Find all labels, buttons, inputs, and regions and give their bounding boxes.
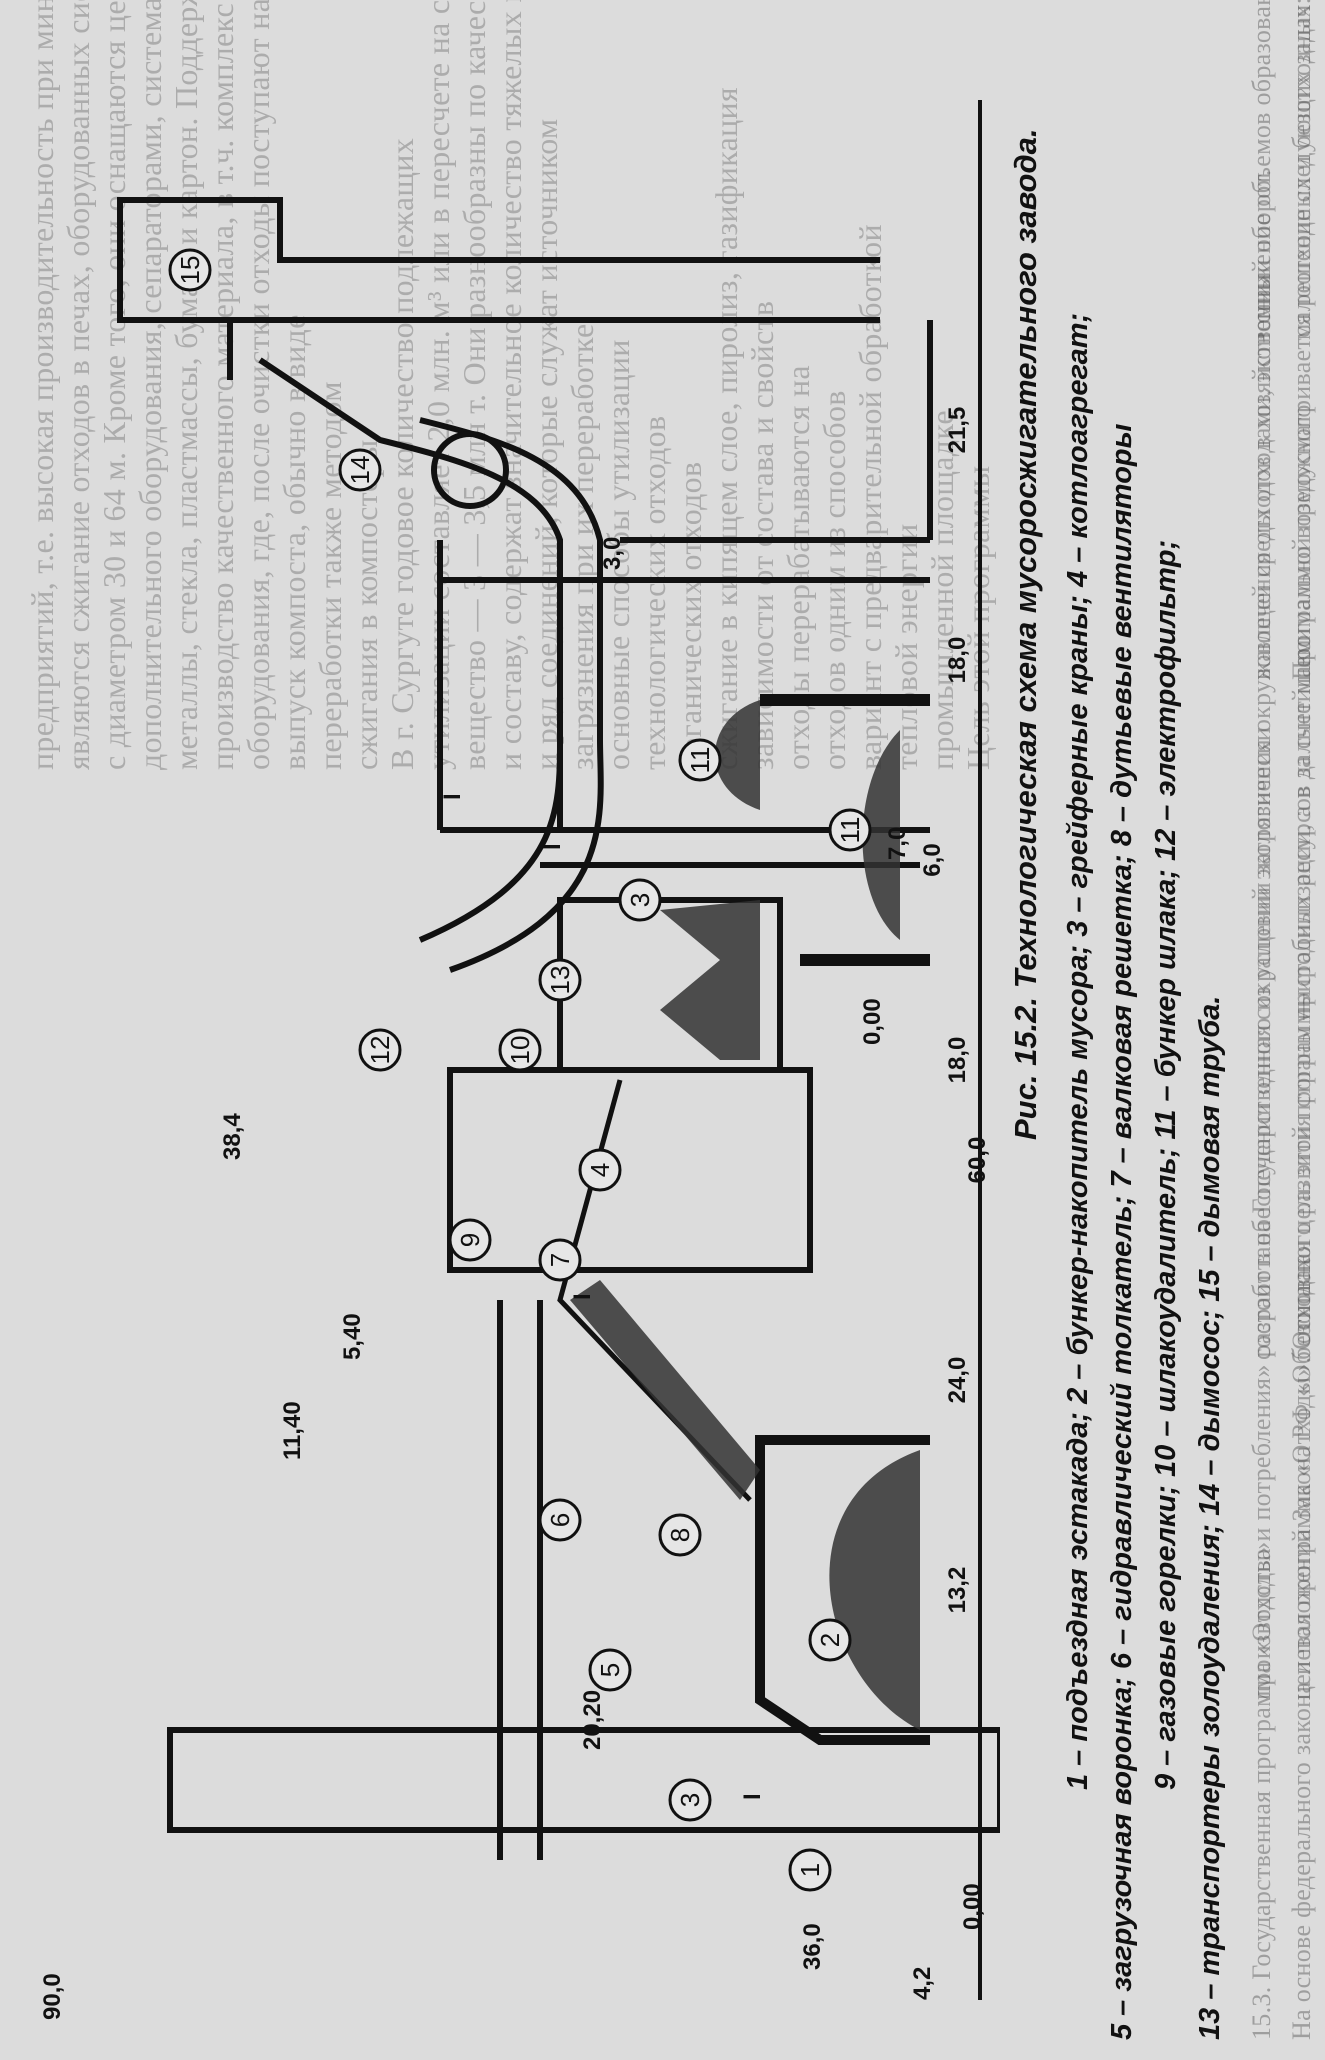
section-mark: I: [439, 793, 466, 800]
elevation-mark: 7,0: [884, 827, 911, 860]
dimension-mark: 21,5: [944, 407, 971, 454]
elevation-mark: 5,40: [339, 1313, 366, 1360]
elevation-mark: 0,00: [859, 998, 886, 1045]
callout-circle: [338, 448, 382, 492]
callout-number: 5: [595, 1663, 625, 1677]
dimension-mark: 24,0: [944, 1357, 971, 1404]
legend-line-3: 9 – газовые горелки; 10 – шлакоудалитель…: [1150, 539, 1182, 1790]
dimension-mark: 18,0: [944, 637, 971, 684]
elevation-mark: 20,20: [579, 1690, 606, 1750]
background-text-line: • снижение объемов образования отходов н…: [1240, 0, 1284, 340]
callout-number: 8: [665, 1528, 695, 1542]
callout-circle: [498, 1028, 542, 1072]
callout-number: 10: [505, 1036, 535, 1065]
callout-circle: [678, 738, 722, 782]
legend-line-1: 1 – подъездная эстакада; 2 – бункер-нако…: [1062, 312, 1094, 1790]
callout-number: 1: [795, 1863, 825, 1877]
callout-number: 7: [545, 1253, 575, 1267]
legend-line-4: 13 – транспортеры золоудаления; 14 – дым…: [1194, 995, 1226, 2040]
background-text-line: малоотходных и безотходных технологий;: [1287, 0, 1316, 340]
callout-number: 11: [685, 747, 715, 774]
callout-circle: [538, 1238, 582, 1282]
callout-number: 13: [545, 966, 575, 995]
callout-number: 11: [835, 817, 865, 844]
callout-circle: [168, 248, 212, 292]
dimension-mark: 60,0: [964, 1137, 991, 1184]
section-mark: I: [739, 1793, 766, 1800]
callout-circle: [448, 1218, 492, 1262]
elevation-mark: 90,0: [39, 1973, 66, 2020]
callout-number: 3: [625, 893, 655, 907]
elevation-mark: 3,0: [599, 537, 626, 570]
elevation-mark: 38,4: [219, 1113, 246, 1160]
diagram-elevations: 90,038,436,020,2011,405,404,20,000,007,0…: [39, 407, 991, 2020]
dimension-mark: 18,0: [944, 1037, 971, 1084]
callout-number: 3: [675, 1793, 705, 1807]
callout-circle: [788, 1848, 832, 1892]
callout-number: 6: [545, 1513, 575, 1527]
callout-number: 14: [345, 456, 375, 485]
callout-circle: [538, 958, 582, 1002]
callout-circle: [538, 1498, 582, 1542]
callout-circle: [588, 1648, 632, 1692]
elevation-mark: 4,2: [909, 1967, 936, 2000]
callout-number: 4: [585, 1163, 615, 1177]
callout-number: 2: [815, 1633, 845, 1647]
section-mark: I: [569, 1293, 596, 1300]
dimension-mark: 13,2: [944, 1567, 971, 1614]
elevation-mark: 36,0: [799, 1923, 826, 1970]
callout-number: 9: [455, 1233, 485, 1247]
callout-circle: [618, 878, 662, 922]
elevation-mark: 11,40: [279, 1401, 306, 1460]
callout-circle: [358, 1028, 402, 1072]
section-mark: I: [539, 843, 566, 850]
callout-number: 12: [365, 1036, 395, 1065]
callout-circle: [578, 1148, 622, 1192]
callout-circle: [658, 1513, 702, 1557]
callout-number: 15: [175, 256, 205, 285]
elevation-mark: 0,00: [959, 1883, 986, 1930]
dimension-mark: 6,0: [919, 843, 946, 876]
callout-circle: [668, 1778, 712, 1822]
callout-circle: [828, 808, 872, 852]
callout-circle: [808, 1618, 852, 1662]
figure-title: Рис. 15.2. Технологическая схема мусорос…: [1008, 128, 1043, 1140]
legend-line-2: 5 – загрузочная воронка; 6 – гидравличес…: [1106, 423, 1138, 2040]
